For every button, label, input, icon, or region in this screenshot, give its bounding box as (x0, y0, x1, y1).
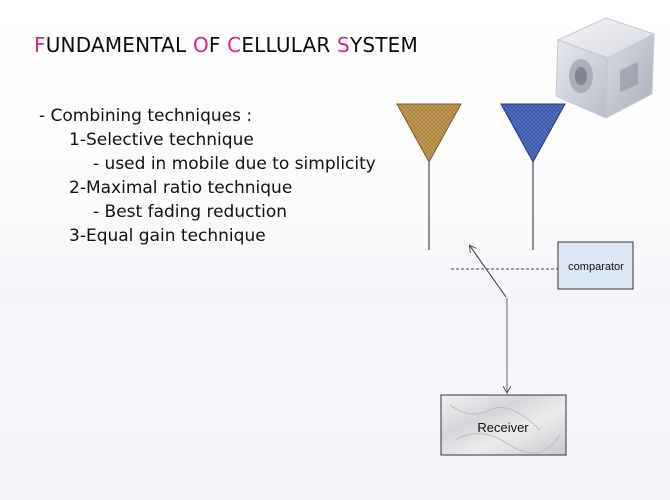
watermark-band (0, 205, 670, 385)
comparator-label: comparator (568, 261, 624, 273)
switch-arm (470, 246, 507, 298)
title-text: ELLULAR (241, 33, 338, 57)
receiver-label: Receiver (477, 420, 529, 435)
bullet-item: 3-Equal gain technique (69, 226, 266, 246)
title-text: YSTEM (349, 33, 418, 57)
antenna-right-icon (500, 103, 566, 250)
bullet-item: 2-Maximal ratio technique (69, 178, 293, 198)
slide-title: FUNDAMENTAL OF CELLULAR SYSTEM (34, 33, 418, 57)
title-initial: O (192, 33, 209, 57)
cube-logo-icon (555, 17, 656, 119)
title-initial: C (227, 33, 242, 57)
bullet-item: - used in mobile due to simplicity (93, 154, 376, 174)
bullet-list: - Combining techniques : 1-Selective tech… (39, 104, 376, 248)
title-text: UNDAMENTAL (45, 33, 193, 57)
bullet-item: - Best fading reduction (93, 202, 288, 222)
bullet-item: 1-Selective technique (69, 130, 254, 150)
antenna-left-icon (396, 103, 462, 250)
receiver-box: Receiver (440, 394, 567, 456)
title-initial: F (34, 33, 46, 57)
bullet-item: - Combining techniques : (39, 106, 253, 126)
comparator-box: comparator (557, 241, 634, 290)
title-initial: S (337, 33, 350, 57)
title-text: F (208, 33, 228, 57)
